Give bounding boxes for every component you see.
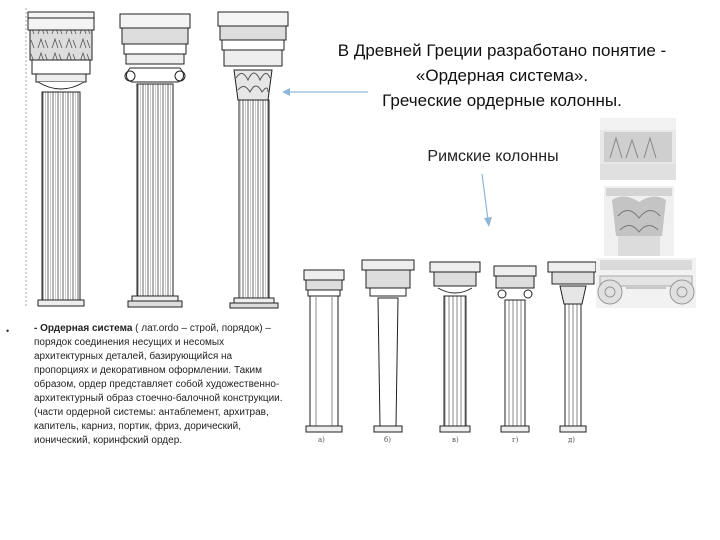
doric-column xyxy=(25,8,95,308)
roman-column-d xyxy=(493,265,537,433)
roman-letter-e: д) xyxy=(568,436,576,444)
definition-body: ( лат.ordo – строй, порядок) –порядок со… xyxy=(34,323,283,446)
definition-text: - Ордерная система ( лат.ordo – строй, п… xyxy=(34,322,289,448)
ionic-column xyxy=(119,13,191,308)
roman-columns-drawing xyxy=(296,256,596,446)
title-line-1: В Древней Греции разработано понятие - xyxy=(337,41,667,60)
entablature-photo xyxy=(600,118,676,180)
slide-title: В Древней Греции разработано понятие - «… xyxy=(302,38,702,113)
roman-letter-a: а) xyxy=(318,436,325,444)
roman-columns-label: Римские колонны xyxy=(427,148,559,165)
greek-columns-drawing xyxy=(22,8,298,310)
roman-letter-b: б) xyxy=(384,436,391,444)
bullet-marker: • xyxy=(6,326,10,336)
roman-column-b xyxy=(361,259,415,433)
title-line-3: Греческие ордерные колонны. xyxy=(382,91,622,110)
ionic-capital-photo xyxy=(596,258,696,308)
roman-column-c xyxy=(429,261,481,433)
pointer-arrow xyxy=(280,84,370,98)
roman-column-a xyxy=(303,269,345,433)
definition-lead: - Ордерная система xyxy=(34,323,133,334)
roman-pointer-arrow xyxy=(476,172,496,228)
corinthian-capital-photo xyxy=(604,186,674,256)
roman-letter-c: в) xyxy=(452,436,459,444)
corinthian-column xyxy=(217,11,289,309)
title-line-2: «Ордерная система». xyxy=(415,66,589,85)
roman-letter-d: г) xyxy=(512,436,519,444)
roman-column-e xyxy=(547,261,596,433)
